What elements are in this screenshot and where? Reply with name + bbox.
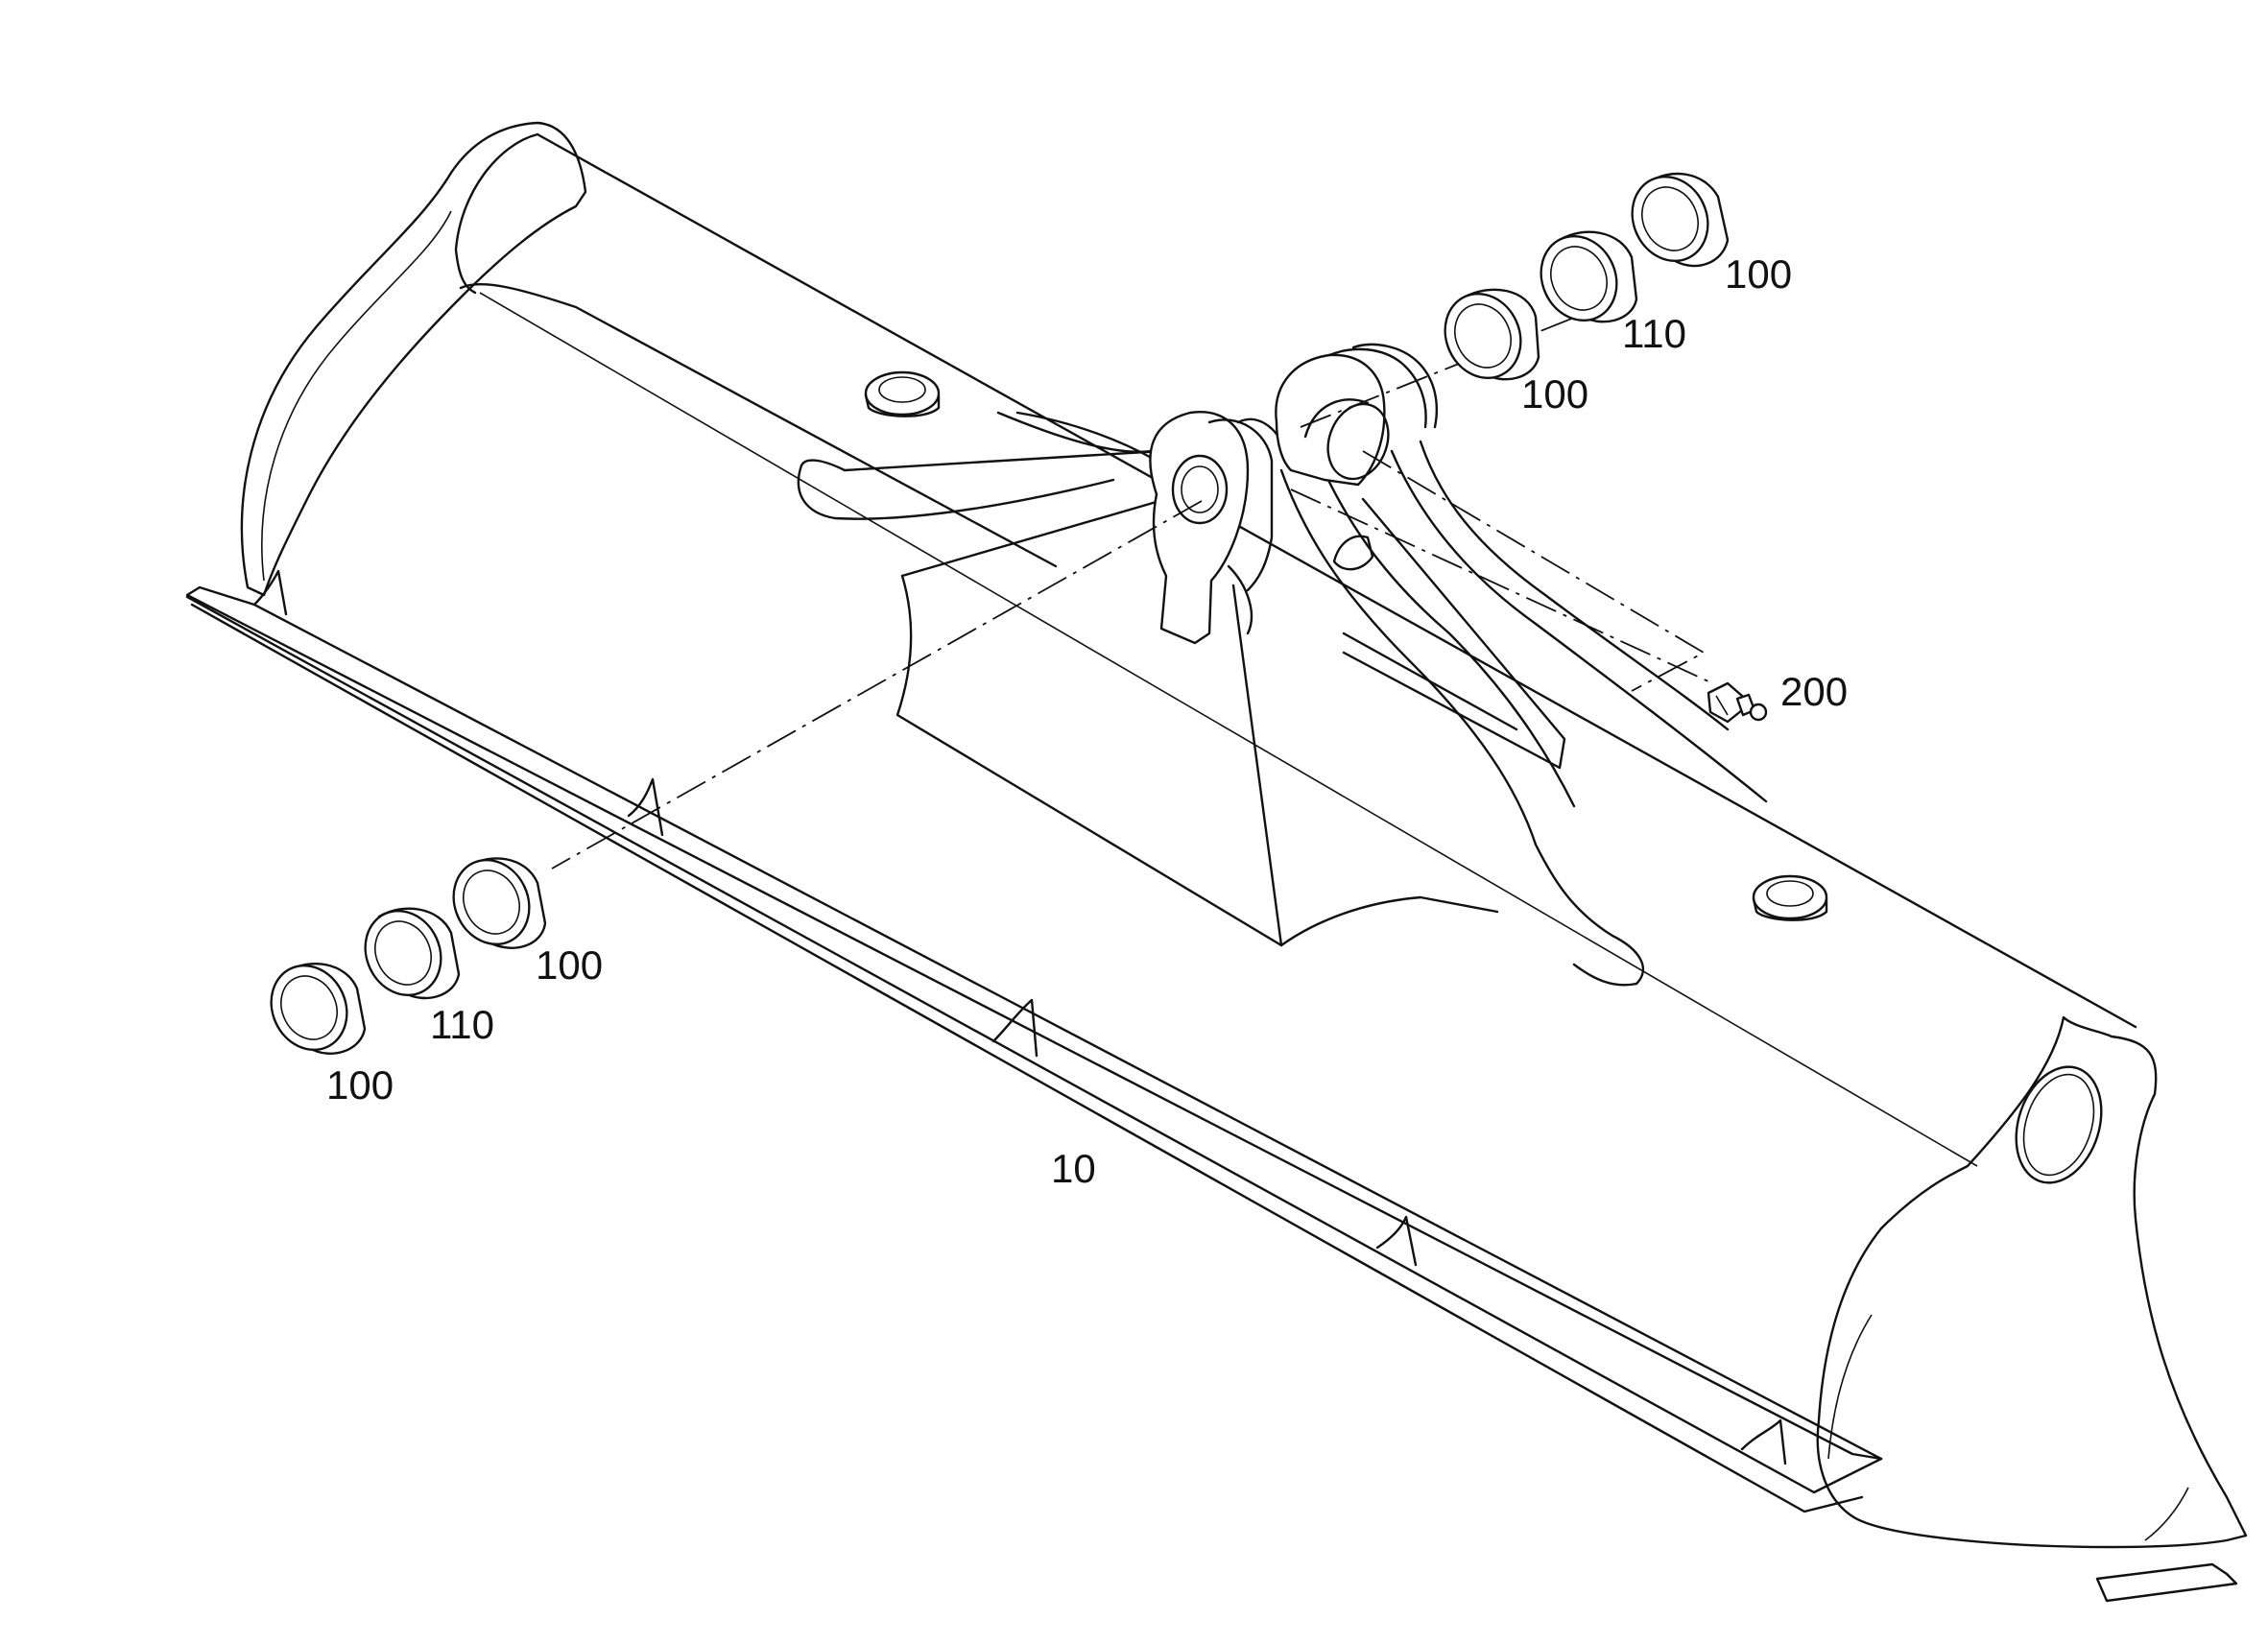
blade-cutting-edge-front	[190, 603, 1864, 1513]
cutting-edge-ribs	[252, 569, 1787, 1465]
bushing-right-inner	[1444, 288, 1540, 381]
top-boss-right	[1752, 874, 1828, 921]
dozer-blade	[185, 121, 2248, 1603]
blade-right-skid	[2095, 1562, 2238, 1603]
blade-moldboard-line	[479, 292, 1978, 1167]
bushing-right-outer	[1631, 172, 1730, 268]
callout-bushing-left-middle: 110	[430, 1002, 494, 1047]
center-bracket	[797, 343, 1768, 987]
blade-left-end-plate	[240, 121, 587, 597]
bushing-right-middle	[1540, 230, 1638, 323]
callout-bushing-right-middle: 110	[1622, 311, 1686, 356]
callout-bushing-right-outer: 100	[1725, 251, 1792, 297]
blade-right-pivot-hole	[2015, 1065, 2103, 1184]
blade-cutting-edge-lower	[185, 595, 1883, 1494]
callout-bushing-left-inner: 100	[536, 942, 603, 988]
top-boss-left	[864, 370, 941, 417]
blade-top-tube-left-end	[454, 132, 539, 295]
assembly-centerlines	[551, 311, 1709, 870]
bushing-left-outer	[270, 963, 367, 1055]
callout-bushing-right-inner: 100	[1521, 371, 1588, 417]
bushing-left-inner	[452, 857, 547, 949]
blade-top-tube	[536, 132, 2137, 1029]
blade-left-end-inner	[261, 210, 452, 582]
bushing-left-middle	[364, 907, 461, 1000]
blade-cutting-edge	[185, 585, 1883, 1461]
blade-right-end-plate	[1816, 1015, 2248, 1549]
callout-bushing-left-outer: 100	[326, 1062, 394, 1108]
blade-top-tube-lower-edge	[459, 282, 1058, 568]
callout-grease-nipple: 200	[1780, 669, 1848, 714]
grease-nipple	[1707, 681, 1768, 724]
callout-blade: 10	[1051, 1146, 1096, 1191]
